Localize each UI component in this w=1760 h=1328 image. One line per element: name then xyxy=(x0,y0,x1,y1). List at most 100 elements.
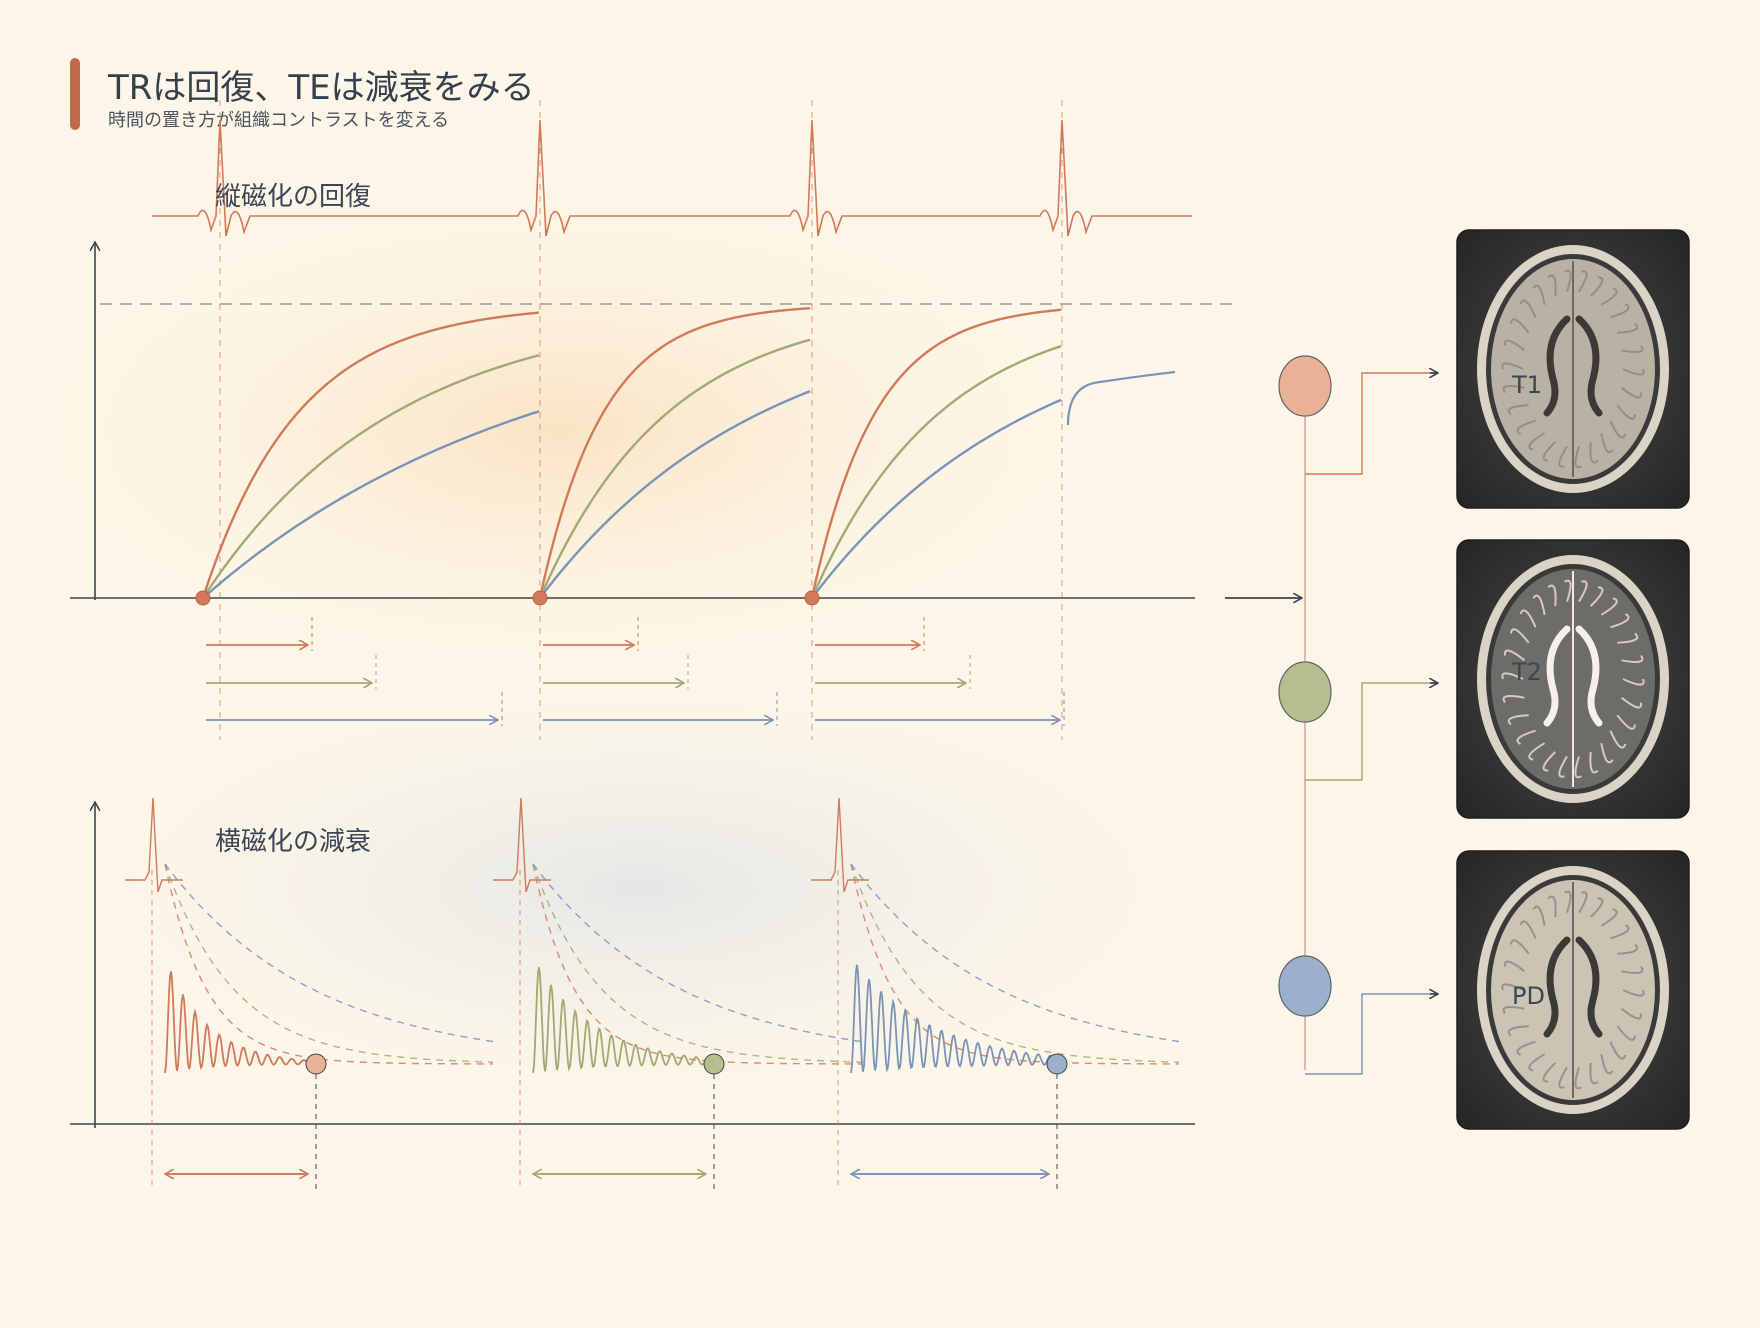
recovery-curve-pd-tail xyxy=(1066,370,1176,426)
gyrus xyxy=(1574,446,1582,469)
gyrus xyxy=(1589,897,1604,918)
gyrus xyxy=(1558,1066,1568,1089)
gyrus xyxy=(1501,672,1524,680)
recovery-panel-label: 縦磁化の回復 xyxy=(215,182,371,212)
decay-envelope-t2 xyxy=(850,863,1180,1063)
gyrus xyxy=(1621,965,1644,974)
gyrus xyxy=(1532,594,1546,615)
decay-signals xyxy=(125,797,1180,1190)
gyrus xyxy=(1589,276,1604,297)
gyrus xyxy=(1503,960,1526,973)
gyrus xyxy=(1510,939,1530,955)
recovery-curve-t1 xyxy=(201,311,540,599)
scan-label-t2: T2 xyxy=(1511,658,1542,686)
gyrus xyxy=(1547,584,1557,607)
scan-label-pd: PD xyxy=(1512,982,1545,1010)
gyrus xyxy=(1564,269,1572,292)
scan-label-t1: T1 xyxy=(1511,371,1542,399)
gyrus xyxy=(1542,1062,1557,1083)
decay-envelope-pd xyxy=(850,863,1180,1043)
decay-envelope-pd xyxy=(164,863,494,1043)
gyrus xyxy=(1547,895,1557,918)
ecg-line xyxy=(152,119,1192,237)
gyrus xyxy=(1578,580,1588,603)
gyrus xyxy=(1620,1007,1643,1020)
recovery-curve-pd xyxy=(539,390,811,599)
gyrus xyxy=(1617,632,1639,644)
gyrus xyxy=(1610,924,1630,940)
gyrus xyxy=(1622,989,1645,997)
recovery-curve-t2 xyxy=(810,345,1062,599)
echo-marker-t2 xyxy=(703,1053,725,1075)
pulse-guide-lines xyxy=(219,100,1063,740)
ventricle-left xyxy=(1543,625,1571,727)
gyrus xyxy=(1558,445,1568,468)
gyrus xyxy=(1532,284,1546,305)
gyrus xyxy=(1510,318,1530,334)
page-subtitle: 時間の置き方が組織コントラストを変える xyxy=(108,110,450,131)
recovery-curves xyxy=(195,307,1176,606)
decay-envelope-t1 xyxy=(164,863,493,1065)
gyrus xyxy=(1528,1053,1546,1072)
gyrus xyxy=(1503,339,1526,352)
gyrus xyxy=(1502,1006,1525,1015)
gyrus xyxy=(1609,730,1627,749)
gyrus xyxy=(1600,1054,1614,1075)
gyrus xyxy=(1600,433,1614,454)
scan-t1: T1 xyxy=(1456,229,1690,509)
gyrus xyxy=(1600,597,1618,616)
scan-t2: T2 xyxy=(1456,539,1690,819)
gyrus xyxy=(1516,1040,1536,1056)
gyrus xyxy=(1617,322,1639,334)
gyrus xyxy=(1501,983,1524,991)
gyrus xyxy=(1507,404,1529,416)
decay-envelope-t1 xyxy=(850,863,1179,1065)
fid-signal-pd xyxy=(850,964,1058,1074)
gyrus xyxy=(1547,274,1557,297)
ecg-trace xyxy=(152,119,1192,237)
ventricle-right xyxy=(1575,936,1603,1038)
gyrus xyxy=(1616,1025,1636,1041)
decay-envelope-pd xyxy=(532,863,862,1043)
gyrus xyxy=(1621,344,1644,353)
tissue-marker-t1 xyxy=(1278,355,1332,417)
gyrus xyxy=(1609,1041,1627,1060)
gyrus xyxy=(1620,696,1643,709)
decay-envelope-t2 xyxy=(164,863,494,1063)
echo-marker-pd xyxy=(1046,1053,1068,1075)
gyrus xyxy=(1621,654,1644,663)
gyrus xyxy=(1578,891,1588,914)
gyrus xyxy=(1600,287,1618,306)
recovery-curve-t1 xyxy=(810,308,1062,599)
gyrus xyxy=(1609,420,1627,439)
gyrus xyxy=(1516,729,1536,745)
ventricle-right xyxy=(1575,625,1603,727)
tissue-marker-t2 xyxy=(1278,661,1332,723)
excitation-dot xyxy=(195,590,211,606)
fid-signal-t2 xyxy=(532,967,715,1074)
decay-envelope-t2 xyxy=(532,863,862,1063)
gyrus xyxy=(1528,742,1546,761)
gyrus xyxy=(1502,385,1525,394)
gyrus xyxy=(1542,441,1557,462)
gyrus xyxy=(1519,299,1537,318)
connector-t2 xyxy=(1305,682,1430,781)
tissue-marker-pd xyxy=(1278,955,1332,1017)
gyrus xyxy=(1600,908,1618,927)
gyrus xyxy=(1617,943,1639,955)
gyrus xyxy=(1589,751,1599,774)
gyrus xyxy=(1542,751,1557,772)
gyrus xyxy=(1502,695,1525,704)
gyrus xyxy=(1622,678,1645,686)
gyrus xyxy=(1507,1025,1529,1037)
tr-interval-arrows xyxy=(206,617,1065,726)
background-washes xyxy=(40,200,1200,1120)
gyrus xyxy=(1564,579,1572,602)
gyrus xyxy=(1620,386,1643,399)
fid-signal-t1 xyxy=(164,971,317,1074)
gyrus xyxy=(1616,404,1636,420)
gyrus xyxy=(1516,419,1536,435)
decay-axes xyxy=(70,802,1195,1128)
gyrus xyxy=(1574,756,1582,779)
